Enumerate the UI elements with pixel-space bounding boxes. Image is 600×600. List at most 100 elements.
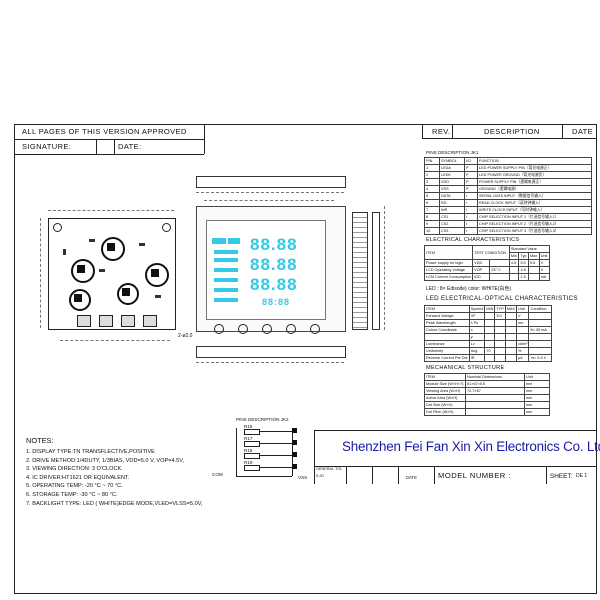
approval-text: ALL PAGES OF THIS VERSION APPROVED	[22, 127, 187, 136]
lcd-small-digits: 88:88	[262, 297, 291, 307]
table-cell: 5.5	[528, 259, 540, 267]
note-item: 3. VIEWING DIRECTION: 3 O'CLOCK.	[26, 466, 123, 473]
tact-switch	[74, 294, 82, 302]
dimension-line	[384, 206, 385, 330]
side-connector	[352, 212, 368, 330]
table-cell	[528, 312, 552, 320]
table-cell: VOP	[472, 266, 491, 274]
table-cell	[528, 273, 540, 281]
table-header-row: ITEM Nominal Dimensions Unit	[424, 373, 550, 381]
table-cell	[494, 333, 506, 341]
table-cell: P	[464, 171, 478, 179]
table-cell: I	[464, 192, 478, 200]
mount-hole	[53, 223, 62, 232]
table-cell: 6	[424, 199, 440, 207]
segment-icon	[214, 278, 238, 282]
segment-icon	[214, 288, 238, 292]
table-cell: 25° C	[489, 266, 510, 274]
table-cell	[489, 259, 510, 267]
table-cell: 4	[424, 185, 440, 193]
resistor-label: R17	[244, 436, 253, 441]
table-cell	[528, 266, 540, 274]
table-cell: y	[468, 333, 486, 341]
table-cell: CHIP SELECTION INPUT 1（片选信号输入1）	[477, 213, 592, 221]
table-cell	[504, 333, 517, 341]
table-header-cell: TYP	[494, 305, 506, 313]
table-cell: Dot Pitch (W×H)	[424, 408, 466, 416]
table-cell: λ Pk	[468, 319, 486, 327]
dimension-line	[60, 340, 170, 341]
smd-component	[99, 269, 105, 272]
segment-icon	[214, 268, 238, 272]
table-cell	[484, 312, 496, 320]
table-cell	[494, 347, 506, 355]
table-header-cell: Max	[528, 252, 540, 260]
table-cell: WR	[439, 206, 465, 214]
table-row: Dot Size (W×H)mm	[424, 401, 550, 409]
table-cell: P	[464, 185, 478, 193]
tact-switch	[122, 288, 130, 296]
signal-icon	[228, 238, 240, 244]
table-cell: CS2	[439, 220, 465, 228]
edge-connector	[121, 315, 135, 327]
table-cell: LCM Current Consumption	[423, 273, 474, 281]
table-header-cell: Standard Value	[508, 245, 551, 253]
date-column-label: DATE	[572, 127, 594, 136]
table-cell	[465, 408, 525, 416]
footer-date-label: DATE	[406, 475, 417, 480]
segment-icon	[214, 258, 238, 262]
date-label: DATE:	[118, 142, 142, 151]
table-cell: Reverse Current Per Die	[424, 354, 470, 362]
table-cell: CS3	[439, 227, 465, 235]
table-cell: mm	[524, 408, 550, 416]
table-header-cell: Min	[508, 252, 520, 260]
table-cell: LED POWER SUPPLY PIN（背光电源正）	[477, 164, 592, 172]
table-cell	[528, 333, 552, 341]
smd-component	[139, 243, 145, 246]
table-header-cell: Symbol	[468, 305, 486, 313]
table-cell: I	[464, 206, 478, 214]
note-item: 1. DISPLAY TYPE:TN TRANSFLECTIVE,POSITIV…	[26, 449, 155, 455]
table-cell: %	[515, 347, 530, 355]
electrical-table: ITEM TEST CONDITION Standard Value Min T…	[423, 245, 551, 281]
electrical-title: ELECTRICAL CHARACTERISTICS	[426, 237, 520, 243]
smd-component	[155, 295, 161, 298]
edge-connector	[77, 315, 91, 327]
tact-switch	[101, 237, 125, 261]
table-cell: Luminance	[424, 340, 470, 348]
table-cell: V	[515, 312, 530, 320]
jk2-title: PINS DESCRIPTION JK2	[236, 417, 289, 422]
sheet-label: SHEET:	[550, 473, 573, 480]
signature-label: SIGNATURE:	[22, 142, 72, 151]
led-title: LED ELECTRICAL-OPTICAL CHARACTERISTICS	[426, 295, 578, 302]
bottom-switch-row	[204, 322, 336, 336]
table-cell: 1	[424, 164, 440, 172]
resistor-lead	[260, 467, 292, 468]
table-cell	[484, 319, 496, 327]
resistor-label: R16	[244, 424, 253, 429]
table-cell: Power supply for logic	[423, 259, 474, 267]
table-cell: 4.5	[518, 266, 529, 274]
table-cell	[515, 326, 530, 334]
note-item: 2. DRIVE METHOD:1/4DUTY, 1/3BIAS, VDD=5.…	[26, 457, 185, 464]
table-cell	[465, 401, 525, 409]
description-label: DESCRIPTION	[484, 127, 540, 136]
table-header-cell: Condition	[528, 305, 552, 313]
resistor-lead	[260, 455, 292, 456]
pcb-rear-view	[48, 218, 176, 330]
table-cell: CHIP SELECTION INPUT 3（片选信号输入3）	[477, 227, 592, 235]
table-header-cell: FUNCTION	[477, 157, 592, 165]
side-profile	[372, 212, 380, 330]
table-cell: V	[538, 266, 551, 274]
note-item: 4. IC DRIVER:HT1621 OR EQUIVALENT.	[26, 474, 130, 481]
table-header-row: ITEM Symbol MIN TYP MAX Unit Condition	[424, 305, 552, 313]
table-cell: 81×67×5.5	[465, 380, 525, 388]
